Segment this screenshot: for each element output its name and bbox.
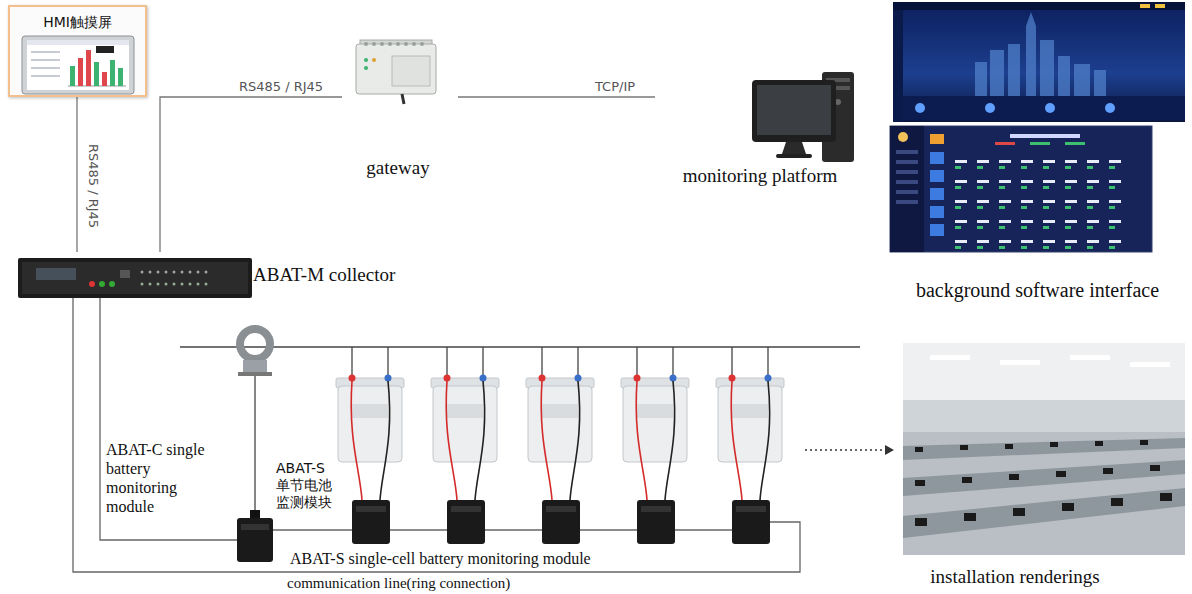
software-interface: background software interface xyxy=(885,2,1192,304)
battery-bus xyxy=(180,347,860,376)
connector-label: RS485 / RJ45 xyxy=(237,79,325,94)
hmi-touchscreen: HMI触摸屏 xyxy=(8,5,147,97)
gateway-illustration xyxy=(356,40,436,104)
connector-line xyxy=(76,97,77,252)
device-caption: gateway xyxy=(342,157,454,179)
software-screenshot xyxy=(890,2,1185,252)
image-caption: background software interface xyxy=(885,279,1190,301)
module-label: ABAT-C single battery monitoring module xyxy=(106,440,216,516)
device-caption: monitoring platform xyxy=(655,165,865,187)
module-label: ABAT-S 单节电池监测模块 xyxy=(276,460,340,511)
computer-illustration xyxy=(752,72,854,162)
communication-line xyxy=(73,298,800,572)
connector-label: TCP/IP xyxy=(593,79,637,94)
collector-illustration xyxy=(18,258,252,298)
collector-device: ABAT-M collector xyxy=(15,252,445,302)
monitoring-platform: monitoring platform xyxy=(655,60,869,192)
gateway-device: gateway xyxy=(342,35,458,185)
abat-c-module xyxy=(237,518,273,562)
module-label: ABAT-S single-cell battery monitoring mo… xyxy=(290,550,591,567)
line-label: communication line(ring connection) xyxy=(287,575,510,591)
dotted-arrow xyxy=(805,445,894,455)
abat-s-modules xyxy=(352,500,770,544)
connector-line xyxy=(160,97,342,252)
current-sensor xyxy=(238,329,272,518)
hmi-screen-illustration xyxy=(8,5,147,97)
installation-photo-frame: installation renderings xyxy=(895,340,1190,592)
sampling-wires xyxy=(351,381,769,500)
image-caption: installation renderings xyxy=(895,566,1135,588)
connector-line xyxy=(458,96,655,97)
connector-label: RS485 / RJ45 xyxy=(86,142,101,230)
installation-photo xyxy=(903,343,1185,555)
device-caption: ABAT-M collector xyxy=(253,264,443,286)
device-title: HMI触摸屏 xyxy=(10,13,145,31)
battery-cells xyxy=(336,375,784,463)
screenshot-grid xyxy=(955,160,1121,249)
